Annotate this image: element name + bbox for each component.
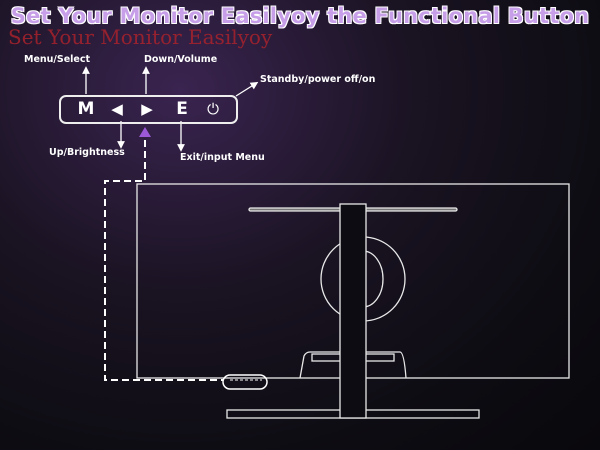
label-exit-input: Exit/input Menu (180, 152, 265, 163)
label-down-volume: Down/Volume (144, 54, 218, 65)
button-panel (59, 95, 238, 124)
location-marker (139, 127, 151, 137)
button-location-pill (222, 374, 268, 390)
stand-feet (299, 351, 407, 379)
dashed-connector (104, 140, 223, 381)
label-up-brightness: Up/Brightness (49, 147, 125, 158)
exit-button[interactable]: E (176, 99, 188, 119)
left-button[interactable]: ◀ (111, 100, 123, 118)
page-title: Set Your Monitor Easilyoy the Functional… (10, 4, 590, 28)
label-menu-select: Menu/Select (24, 54, 91, 65)
stand-neck (339, 203, 367, 419)
right-button[interactable]: ▶ (141, 100, 153, 118)
menu-button[interactable]: M (77, 99, 95, 119)
power-icon[interactable]: ⏻ (207, 100, 219, 118)
ghost-watermark-text: Set Your Monitor Easilyoy (8, 25, 273, 49)
label-standby: Standby/power off/on (260, 74, 376, 85)
arrow-standby (235, 81, 259, 97)
